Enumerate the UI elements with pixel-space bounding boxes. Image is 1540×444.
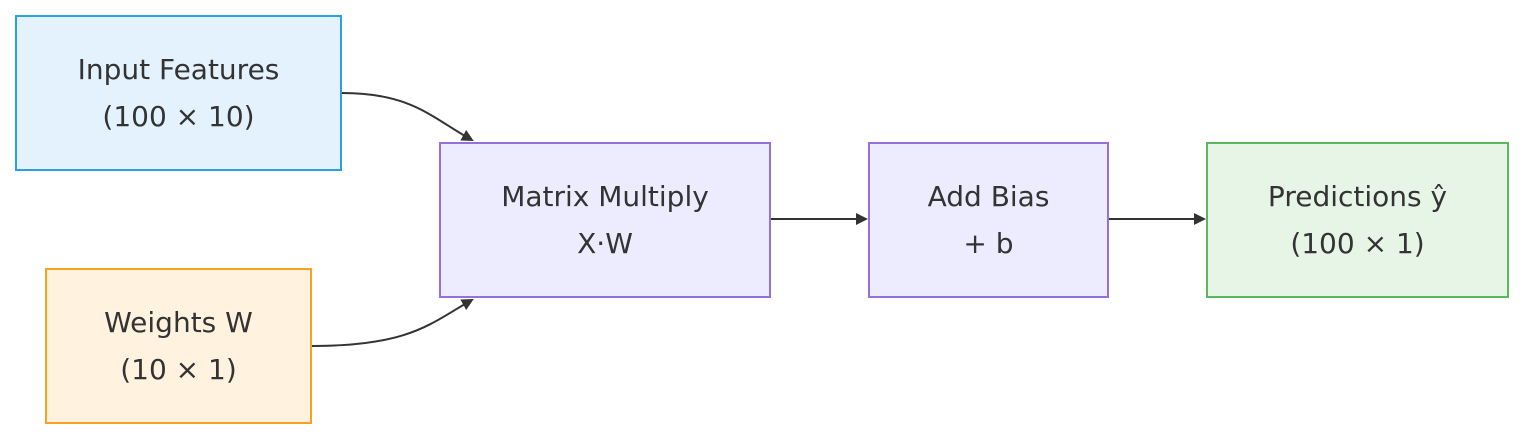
input-features-title: Input Features [77, 53, 280, 86]
predictions-shape: (100 × 1) [1290, 227, 1425, 260]
predictions-title: Predictions ŷ [1267, 180, 1448, 213]
add-bias-title: Add Bias [927, 180, 1050, 213]
input-features-shape: (100 × 10) [102, 100, 255, 133]
matrix-multiply-node: Matrix Multiply X·W [439, 142, 771, 298]
edge-input-to-matmul [341, 92, 474, 141]
add-bias-formula: + b [963, 227, 1014, 260]
add-bias-node: Add Bias + b [868, 142, 1109, 298]
edge-weights-to-matmul [311, 299, 474, 347]
matrix-multiply-formula: X·W [577, 227, 633, 260]
input-features-node: Input Features (100 × 10) [15, 15, 342, 171]
predictions-node: Predictions ŷ (100 × 1) [1206, 142, 1509, 298]
weights-node: Weights W (10 × 1) [45, 268, 312, 424]
weights-shape: (10 × 1) [120, 353, 237, 386]
weights-title: Weights W [104, 306, 253, 339]
matrix-multiply-title: Matrix Multiply [501, 180, 709, 213]
